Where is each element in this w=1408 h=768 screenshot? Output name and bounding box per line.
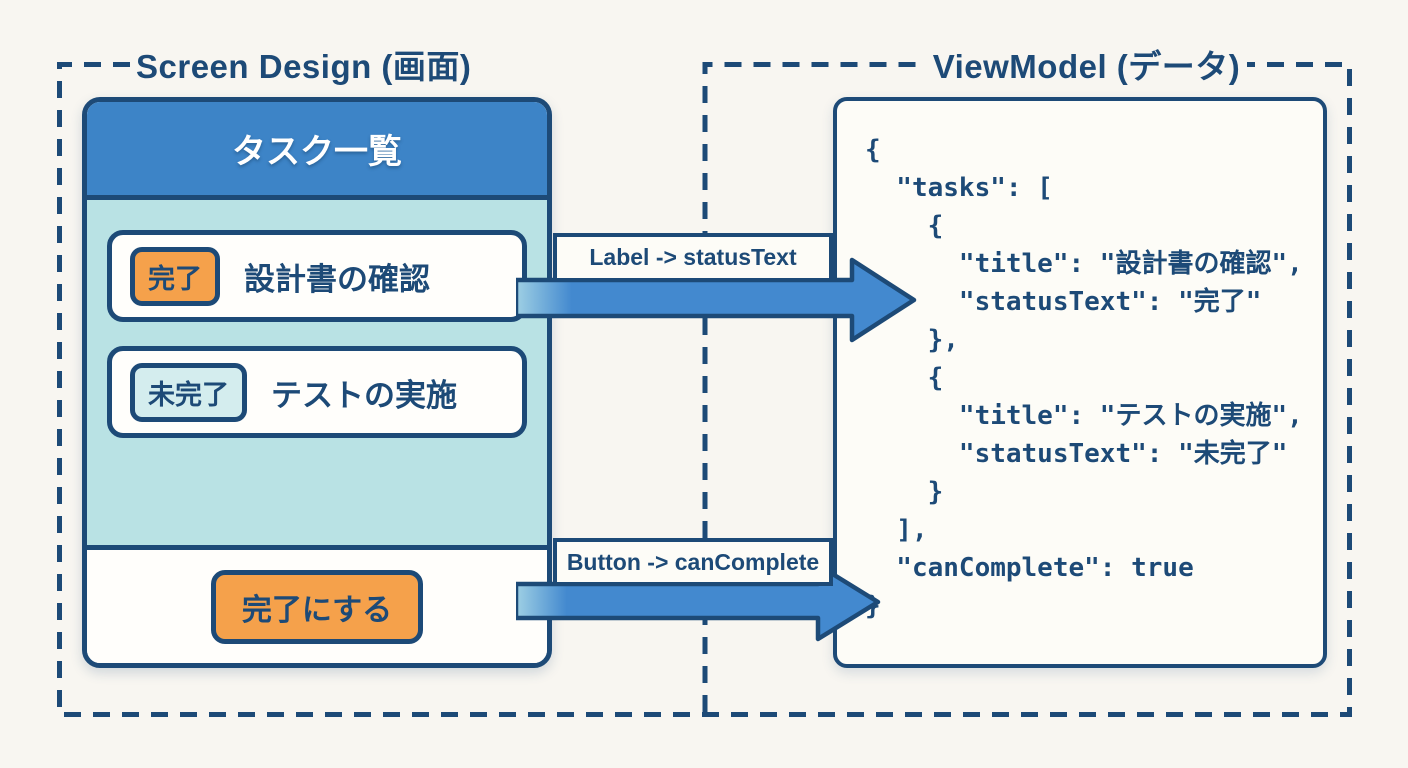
code-line: ], [865, 515, 928, 545]
code-line: { [865, 211, 944, 241]
binding-label: Button -> canComplete [553, 538, 833, 586]
viewmodel-panel: { "tasks": [ { "title": "設計書の確認", "statu… [833, 97, 1327, 668]
task-row[interactable]: 未完了 テストの実施 [107, 346, 527, 438]
code-line: { [865, 363, 944, 393]
complete-button[interactable]: 完了にする [210, 569, 424, 644]
code-line: }, [865, 325, 959, 355]
right-section-title: ViewModel (データ) [932, 48, 1241, 85]
screen-design-mockup: タスク一覧 完了 設計書の確認 未完了 テストの実施 完了にする [82, 97, 552, 668]
task-title: 設計書の確認 [244, 261, 430, 297]
code-line: } [865, 477, 944, 507]
code-line: "statusText": "未完了" [865, 439, 1288, 469]
code-line: "tasks": [ [865, 173, 1053, 203]
left-section-title: Screen Design (画面) [136, 48, 472, 85]
code-line: { [865, 135, 881, 165]
code-line: "canComplete": true [865, 553, 1194, 583]
code-line: "title": "設計書の確認", [865, 249, 1303, 279]
status-badge: 未完了 [130, 362, 247, 422]
status-badge: 完了 [130, 246, 220, 306]
task-row[interactable]: 完了 設計書の確認 [107, 230, 527, 322]
screen-footer: 完了にする [87, 550, 547, 663]
code-line: "title": "テストの実施", [865, 401, 1303, 431]
binding-label: Label -> statusText [553, 233, 833, 282]
screen-header: タスク一覧 [87, 102, 547, 200]
code-line: "statusText": "完了" [865, 287, 1262, 317]
task-list: 完了 設計書の確認 未完了 テストの実施 [87, 200, 547, 550]
task-title: テストの実施 [271, 377, 457, 413]
code-line: } [865, 587, 1323, 625]
